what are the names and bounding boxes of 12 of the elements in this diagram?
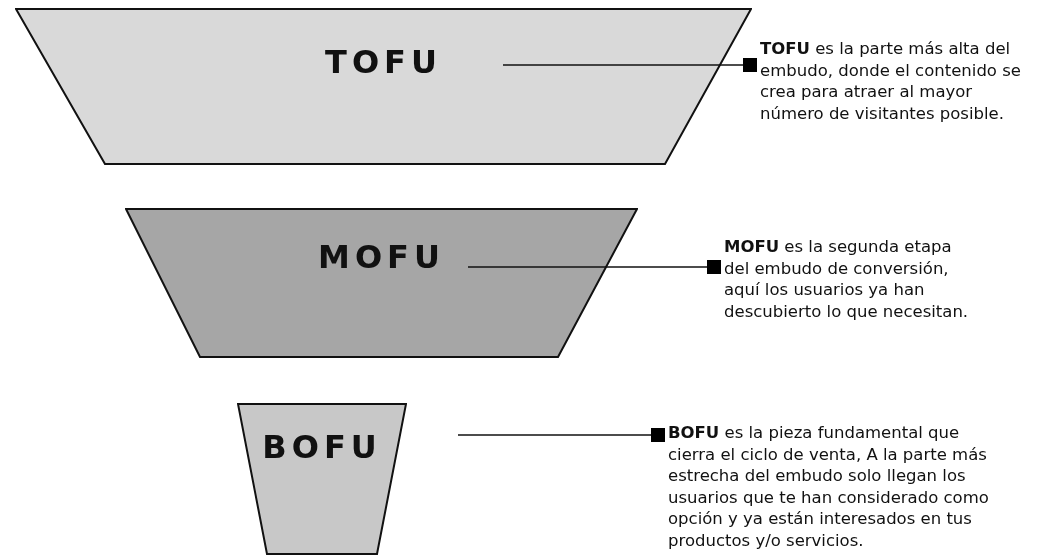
stage-label: BOFU bbox=[261, 428, 383, 466]
leader-line bbox=[467, 260, 722, 274]
leader-line bbox=[502, 58, 758, 72]
funnel-stage bbox=[125, 208, 638, 358]
funnel-stage bbox=[237, 403, 407, 555]
description-text: TOFU es la parte más alta del embudo, donde el contenido se crea para atraer al mayor número de visitantes posible. bbox=[760, 38, 1022, 124]
stage-label: MOFU bbox=[317, 238, 446, 276]
funnel-stage bbox=[15, 8, 752, 165]
description-text: BOFU es la pieza fundamental que cierra el ciclo de venta, A la parte más estrecha del embudo solo llegan los usuarios que te han considerado como opción y ya están interesados en tus productos y/o servicios. bbox=[668, 422, 990, 551]
stage-label: TOFU bbox=[324, 43, 443, 81]
description-text: MOFU es la segunda etapa del embudo de conversión, aquí los usuarios ya han descubierto lo que necesitan. bbox=[724, 236, 970, 322]
leader-line bbox=[457, 428, 666, 442]
